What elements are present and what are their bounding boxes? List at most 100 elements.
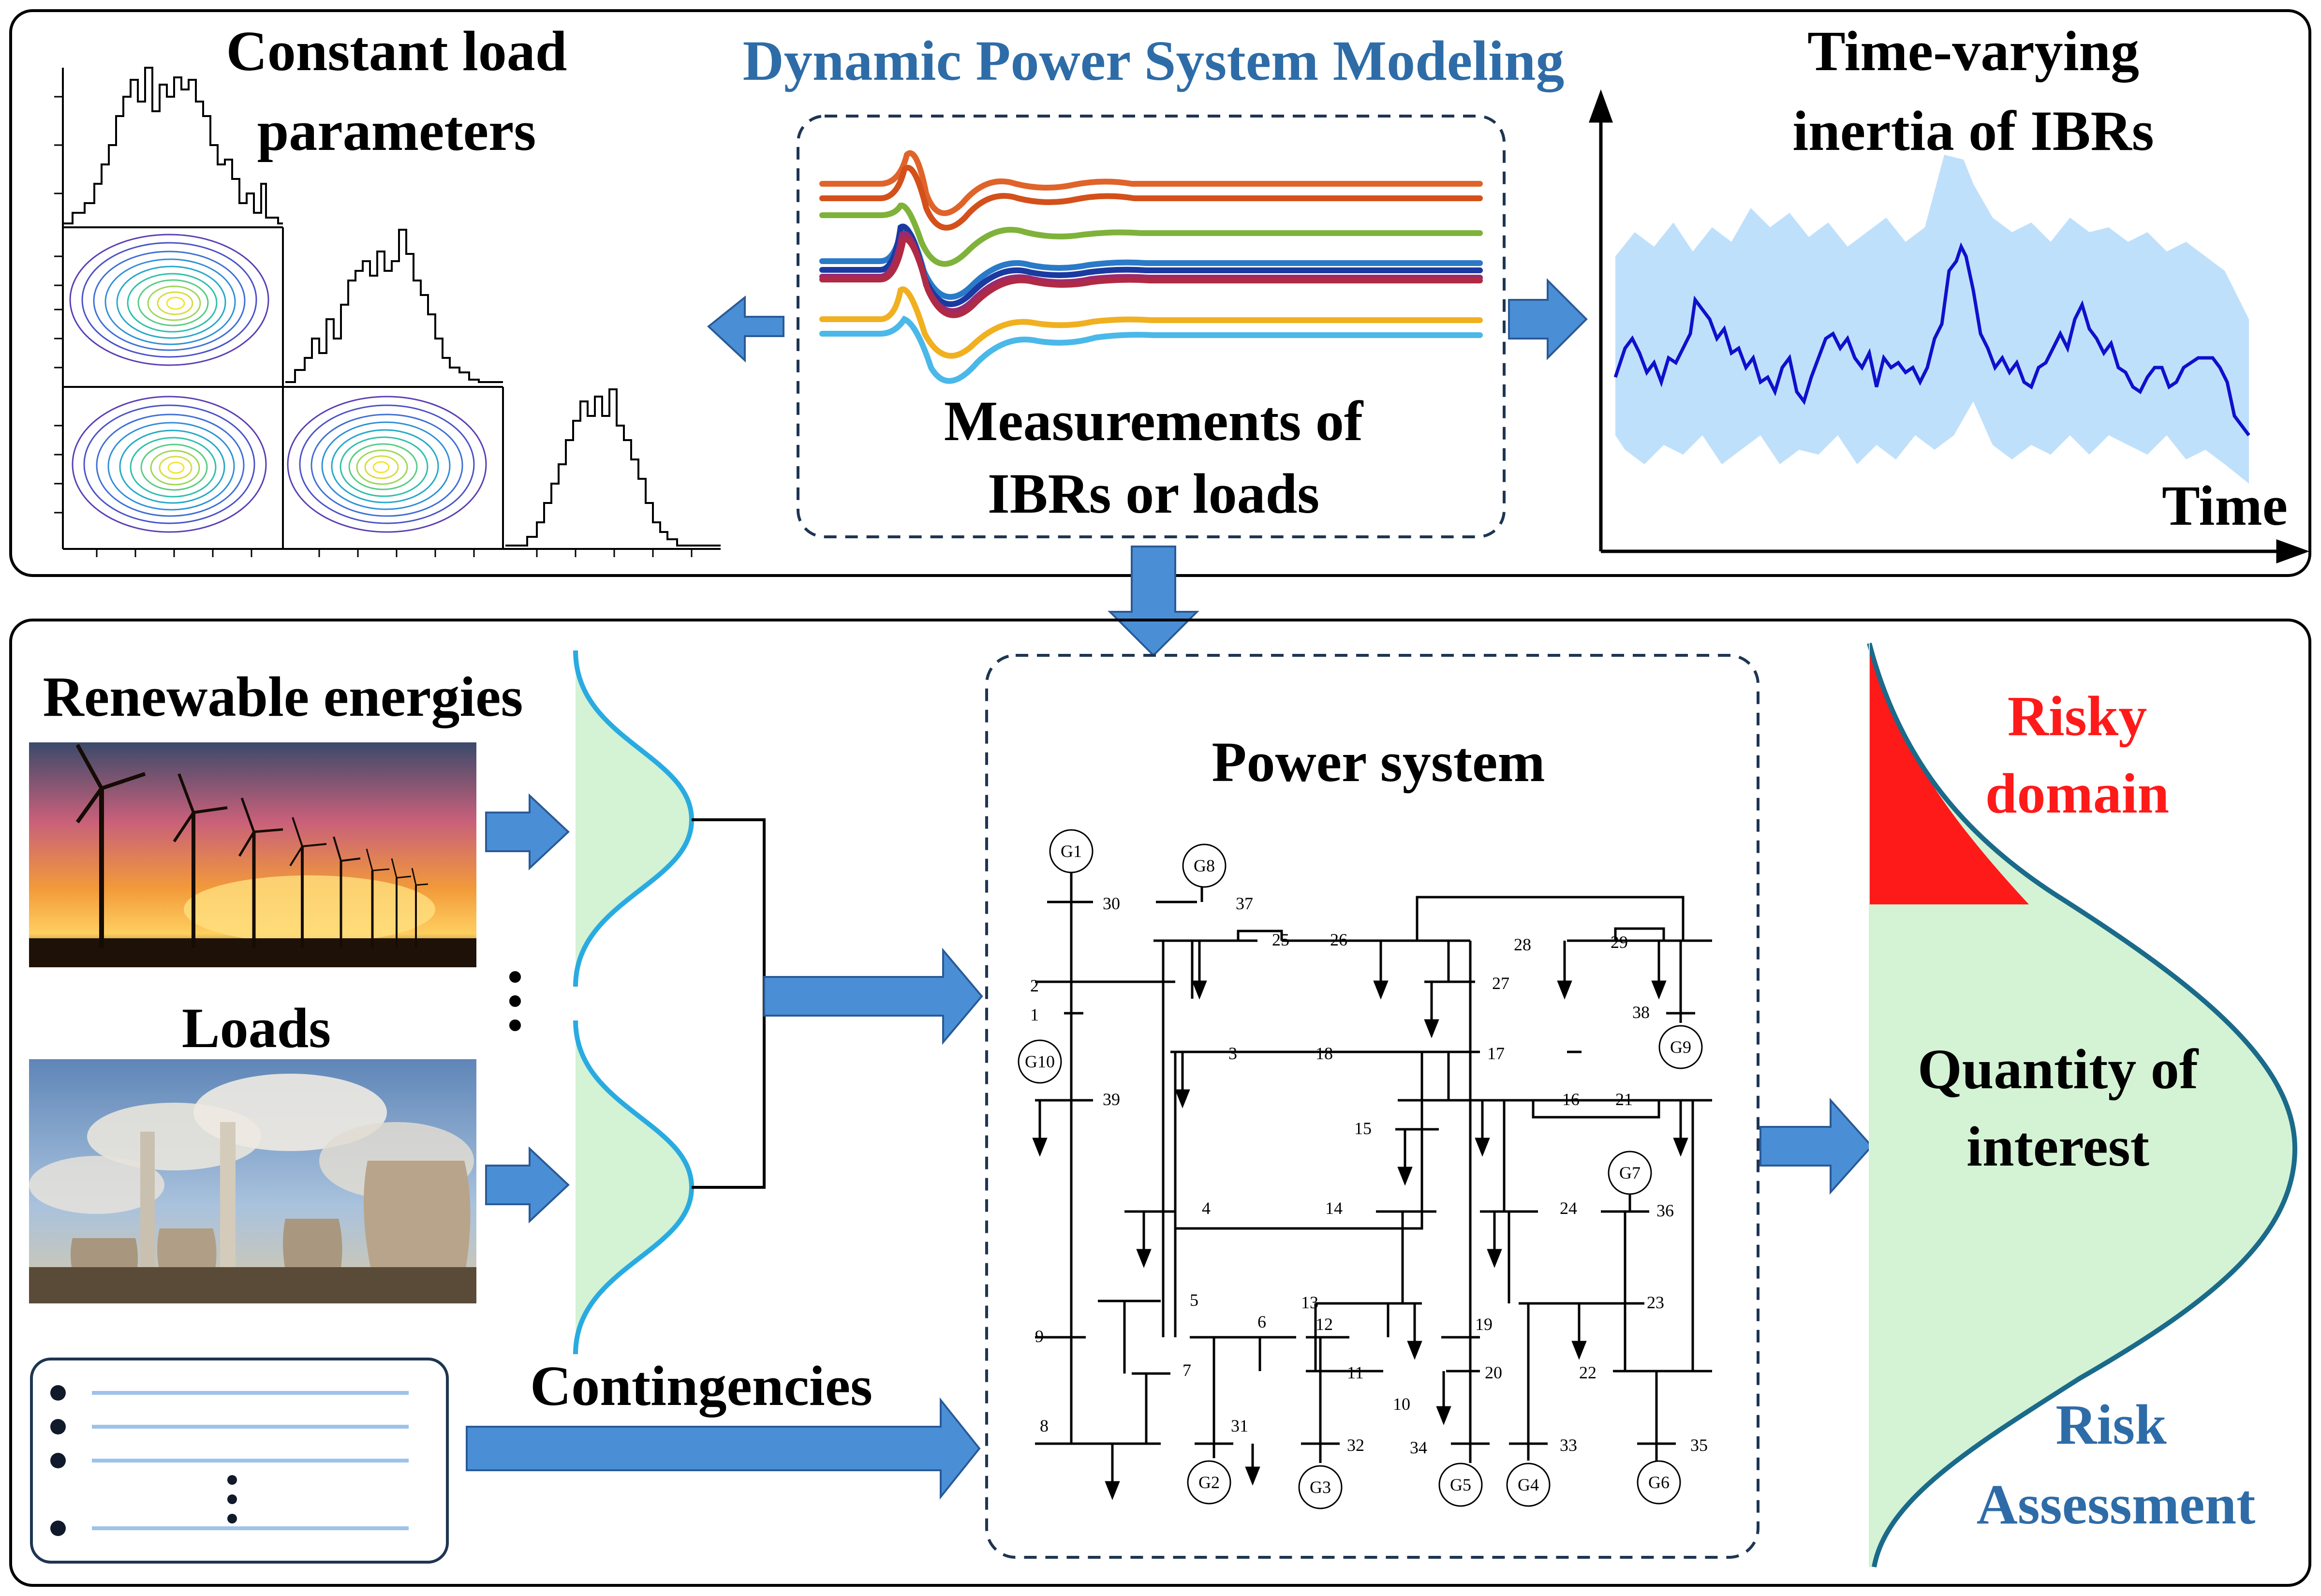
bus-label: 10 xyxy=(1393,1394,1410,1414)
constant-load-label-1: Constant load xyxy=(226,19,567,83)
qoi-pdf-curve xyxy=(1867,642,2298,1567)
ellipsis-dots xyxy=(509,971,521,1031)
down-arrow xyxy=(1108,546,1199,657)
diagram-title: Dynamic Power System Modeling xyxy=(743,29,1565,92)
risk-label-2: Assessment xyxy=(1977,1473,2256,1536)
generator-g6-icon xyxy=(1637,1460,1681,1505)
generator-g5-icon xyxy=(1438,1463,1483,1507)
bus-label: 20 xyxy=(1485,1363,1502,1382)
bus-label: 37 xyxy=(1236,894,1253,913)
generator-g8-label: G8 xyxy=(1194,856,1215,875)
generator-g3-label: G3 xyxy=(1310,1478,1331,1497)
contour-plot-3 xyxy=(287,396,487,533)
bus-label: 23 xyxy=(1647,1293,1664,1312)
generator-g1-label: G1 xyxy=(1061,842,1082,861)
generator-g4-label: G4 xyxy=(1518,1475,1539,1494)
generator-labels: G1 G2 G3 G4 G5 G6 G7 G8 G9 G10 xyxy=(1025,842,1691,1497)
generator-g8-icon xyxy=(1182,843,1227,888)
risky-label-2: domain xyxy=(1985,762,2169,825)
generators xyxy=(1018,829,1703,1509)
qoi-label-2: interest xyxy=(1966,1115,2149,1178)
bus-label: 14 xyxy=(1325,1198,1343,1218)
power-system-label: Power system xyxy=(1212,730,1545,794)
contingencies-label: Contingencies xyxy=(530,1354,872,1418)
contingency-arrow xyxy=(466,1397,981,1500)
system-to-risk-arrow xyxy=(1759,1097,1873,1195)
power-system-box xyxy=(985,654,1759,1559)
bus-label: 12 xyxy=(1316,1315,1333,1334)
renewable-input-arrow xyxy=(485,793,570,871)
list-lines xyxy=(50,1385,409,1536)
generator-g10-label: G10 xyxy=(1025,1052,1055,1071)
bus-label: 17 xyxy=(1487,1044,1505,1063)
bus-label: 38 xyxy=(1632,1003,1650,1022)
bus-label: 29 xyxy=(1611,932,1628,952)
inertia-axes xyxy=(1589,89,2310,563)
generator-g3-icon xyxy=(1298,1465,1343,1509)
inertia-mean-line xyxy=(1613,242,2250,437)
bus-label: 16 xyxy=(1562,1090,1580,1109)
measurements-label-2: IBRs or loads xyxy=(988,462,1319,525)
renewable-pdf-fill xyxy=(576,650,692,987)
bus-label: 34 xyxy=(1410,1438,1427,1457)
inertia-uncertainty-band xyxy=(1615,155,2249,484)
pdf-merge-connector xyxy=(692,818,766,1189)
bus-label: 18 xyxy=(1316,1044,1333,1063)
bus-label: 9 xyxy=(1035,1327,1044,1346)
bottom-panel-frame xyxy=(9,619,2311,1587)
generator-g1-icon xyxy=(1049,829,1094,873)
bus-label: 36 xyxy=(1656,1201,1674,1220)
bus-label: 30 xyxy=(1103,894,1120,913)
constant-load-label-2: parameters xyxy=(257,99,536,163)
bus-label: 1 xyxy=(1030,1005,1039,1024)
wind-turbine-sunset-photo xyxy=(29,742,476,967)
bus-label: 2 xyxy=(1030,976,1039,995)
bus-label: 22 xyxy=(1579,1363,1597,1382)
generator-g9-icon xyxy=(1658,1025,1703,1069)
measurements-box xyxy=(797,115,1506,538)
load-arrows xyxy=(1032,941,1688,1500)
bus-label: 6 xyxy=(1257,1312,1266,1331)
bus-label: 19 xyxy=(1475,1315,1493,1334)
bus-label: 31 xyxy=(1231,1416,1248,1435)
bus-labels: 1 2 3 4 5 6 7 8 9 10 11 12 13 14 15 16 1… xyxy=(1030,894,1708,1457)
bus-label: 21 xyxy=(1615,1090,1633,1109)
generator-g2-label: G2 xyxy=(1198,1473,1220,1492)
measurements-label-1: Measurements of xyxy=(944,389,1364,453)
generator-g7-label: G7 xyxy=(1619,1163,1641,1182)
generator-g6-label: G6 xyxy=(1648,1473,1670,1492)
bus-label: 32 xyxy=(1347,1435,1364,1455)
power-plant-photo xyxy=(29,1059,476,1303)
bus-label: 8 xyxy=(1040,1416,1049,1435)
bus-label: 5 xyxy=(1190,1290,1198,1310)
inertia-label-2: inertia of IBRs xyxy=(1792,99,2154,163)
qoi-label-1: Quantity of xyxy=(1918,1037,2199,1101)
generator-g4-icon xyxy=(1506,1463,1551,1507)
corner-plot xyxy=(54,67,721,557)
bus-label: 33 xyxy=(1560,1435,1577,1455)
generator-g9-label: G9 xyxy=(1670,1037,1691,1057)
risky-domain-fill xyxy=(1869,643,2029,904)
generator-g10-icon xyxy=(1018,1039,1062,1084)
uncertainty-to-system-arrow xyxy=(763,947,983,1045)
bus-label: 15 xyxy=(1354,1119,1372,1138)
load-pdf-fill xyxy=(576,1020,692,1354)
bus-label: 39 xyxy=(1103,1090,1120,1109)
bus-label: 26 xyxy=(1330,930,1347,949)
bus-label: 24 xyxy=(1560,1198,1577,1218)
risk-label-1: Risk xyxy=(2055,1393,2167,1456)
bus-label: 11 xyxy=(1347,1363,1364,1382)
right-arrow xyxy=(1508,278,1588,360)
bus-label: 27 xyxy=(1492,974,1509,993)
left-arrow xyxy=(707,295,784,363)
time-axis-label: Time xyxy=(2162,474,2288,537)
bus-label: 25 xyxy=(1272,930,1289,949)
generator-g5-label: G5 xyxy=(1450,1475,1471,1494)
contour-plot-1 xyxy=(69,234,269,366)
generator-g7-icon xyxy=(1608,1151,1652,1195)
measurement-waveforms xyxy=(819,150,1483,384)
contour-plot-2 xyxy=(72,396,267,533)
generator-g2-icon xyxy=(1187,1460,1231,1505)
bus-label: 3 xyxy=(1228,1044,1237,1063)
